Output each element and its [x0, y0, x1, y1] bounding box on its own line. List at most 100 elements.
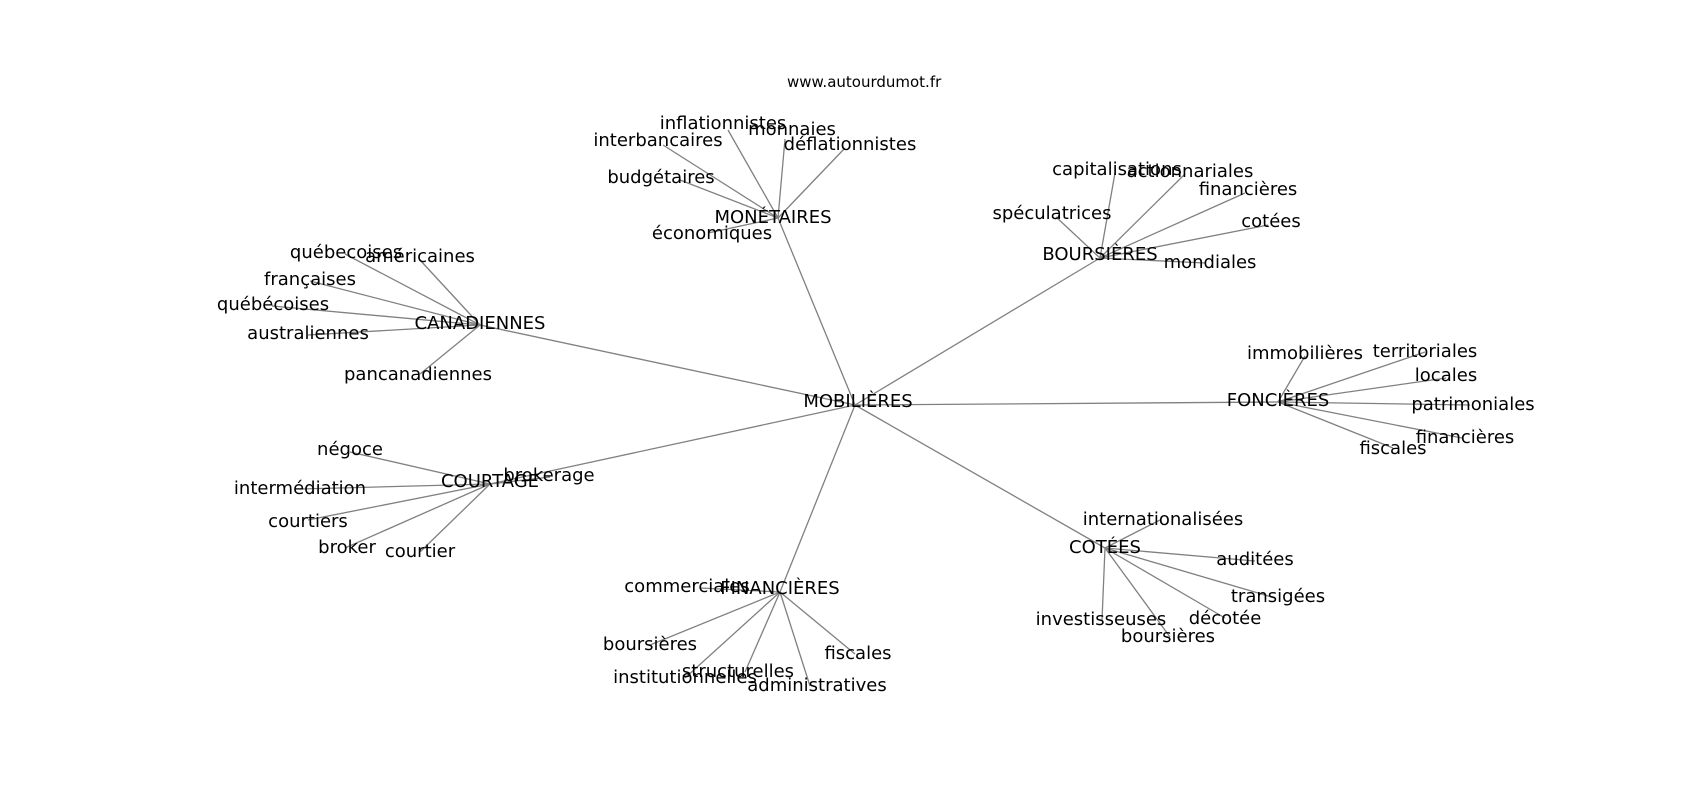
leaf-label-canadiennes: québecoises: [290, 242, 402, 263]
edge-canadiennes-leaf: [344, 253, 481, 326]
edge-courtage-leaf: [299, 483, 491, 490]
leaf-label-foncieres: patrimoniales: [1411, 394, 1534, 415]
leaf-label-boursieres: actionnariales: [1127, 161, 1254, 182]
edge-financieres-leaf: [684, 591, 781, 679]
edge-financieres-leaf: [744, 591, 781, 673]
edge-cotees-leaf: [1104, 547, 1226, 619]
edge-monetaires-leaf: [679, 179, 779, 219]
leaf-label-monetaires: interbancaires: [593, 130, 722, 151]
edge-center-to-foncieres: [854, 401, 1279, 406]
hub-label-courtage: COURTAGE: [441, 471, 539, 492]
edge-canadiennes-leaf: [419, 324, 481, 375]
edge-courtage-leaf: [489, 476, 551, 485]
edge-canadiennes-leaf: [309, 280, 481, 326]
leaf-label-monetaires: inflationnistes: [660, 113, 787, 134]
leaf-label-canadiennes: australiennes: [247, 323, 369, 344]
leaf-label-boursieres: capitalisations: [1052, 159, 1182, 180]
edge-canadiennes-leaf: [271, 305, 481, 326]
edge-financieres-leaf: [649, 591, 781, 646]
leaf-label-foncieres: locales: [1415, 365, 1477, 386]
edge-cotees-leaf: [1104, 519, 1161, 549]
edges-layer: [271, 129, 1471, 687]
edge-foncieres-leaf: [1277, 401, 1463, 439]
edge-cotees-leaf: [1104, 547, 1276, 599]
leaf-label-financieres: boursières: [603, 634, 697, 655]
leaf-label-monetaires: budgétaires: [607, 167, 714, 188]
edge-monetaires-leaf: [727, 129, 779, 219]
edge-courtage-leaf: [344, 483, 491, 549]
leaf-label-courtage: intermédiation: [234, 478, 366, 499]
leaf-label-foncieres: immobilières: [1247, 343, 1363, 364]
edge-financieres-leaf: [779, 591, 811, 687]
edge-boursieres-leaf: [1099, 224, 1269, 259]
labels-layer: MOBILIÈRES MONÉTAIRES inflationnistesmonna…: [217, 113, 1535, 696]
edge-monetaires-leaf: [777, 138, 786, 219]
edge-boursieres-leaf: [1055, 216, 1101, 259]
edge-foncieres-leaf: [1277, 401, 1394, 449]
leaf-label-financieres: institutionnelles: [613, 667, 757, 688]
hub-label-monetaires: MONÉTAIRES: [714, 206, 831, 228]
edge-cotees-leaf: [1101, 547, 1106, 621]
leaf-label-courtage: broker: [318, 537, 376, 558]
leaf-label-courtage: négoce: [317, 439, 383, 460]
leaf-label-monetaires: économiques: [652, 223, 772, 244]
edge-center-to-boursieres: [854, 257, 1101, 406]
leaf-label-financieres: structurelles: [682, 661, 794, 682]
leaf-label-foncieres: financières: [1416, 427, 1515, 448]
edge-foncieres-leaf: [1277, 351, 1426, 403]
edge-boursieres-leaf: [1099, 192, 1246, 259]
leaf-label-foncieres: fiscales: [1359, 438, 1426, 459]
credit-text: www.autourdumot.fr: [787, 73, 942, 91]
leaf-label-cotees: internationalisées: [1083, 509, 1243, 530]
edge-boursieres-leaf: [1099, 173, 1186, 259]
edge-canadiennes-leaf: [307, 324, 481, 336]
hub-label-canadiennes: CANADIENNES: [415, 313, 546, 334]
leaf-label-cotees: transigées: [1231, 586, 1325, 607]
hub-label-financieres: FINANCIÈRES: [720, 577, 839, 599]
edge-monetaires-leaf: [777, 147, 846, 219]
leaf-label-financieres: administratives: [747, 675, 886, 696]
leaf-label-monetaires: déflationnistes: [784, 134, 917, 155]
edge-center-to-financieres: [779, 404, 856, 593]
center-node-label: MOBILIÈRES: [803, 390, 912, 412]
edge-center-to-courtage: [489, 404, 856, 485]
edge-courtage-leaf: [307, 483, 491, 521]
edge-center-to-monetaires: [777, 217, 856, 406]
edge-monetaires-leaf: [707, 217, 779, 234]
leaf-label-canadiennes: pancanadiennes: [344, 364, 492, 385]
leaf-label-foncieres: territoriales: [1373, 341, 1478, 362]
edge-cotees-leaf: [1104, 547, 1171, 638]
edge-boursieres-leaf: [1099, 172, 1116, 259]
leaf-label-courtage: courtiers: [268, 511, 348, 532]
leaf-label-financieres: fiscales: [824, 643, 891, 664]
leaf-label-courtage: brokerage: [503, 465, 594, 486]
leaf-label-boursieres: financières: [1199, 179, 1298, 200]
leaf-label-monetaires: monnaies: [748, 119, 836, 140]
leaf-label-canadiennes: américaines: [365, 246, 475, 267]
leaf-label-canadiennes: québécoises: [217, 294, 329, 315]
edge-foncieres-leaf: [1277, 355, 1306, 403]
edge-foncieres-leaf: [1277, 377, 1447, 403]
hub-label-boursieres: BOURSIÈRES: [1042, 243, 1157, 265]
edge-financieres-leaf: [779, 591, 856, 655]
edge-center-to-canadiennes: [479, 324, 856, 406]
edge-center-to-cotees: [854, 404, 1106, 549]
leaf-label-cotees: décotée: [1189, 608, 1262, 629]
leaf-label-boursieres: cotées: [1241, 211, 1301, 232]
leaf-label-canadiennes: françaises: [264, 269, 356, 290]
edge-cotees-leaf: [1104, 547, 1256, 562]
edge-courtage-leaf: [419, 483, 491, 553]
edge-financieres-leaf: [699, 587, 781, 593]
leaf-label-boursieres: mondiales: [1164, 252, 1257, 273]
hub-label-foncieres: FONCIÈRES: [1227, 389, 1330, 411]
leaf-label-cotees: boursières: [1121, 626, 1215, 647]
hub-label-cotees: COTÉES: [1069, 536, 1141, 558]
leaf-label-courtage: courtier: [385, 541, 456, 562]
edge-foncieres-leaf: [1277, 401, 1471, 406]
edge-canadiennes-leaf: [419, 259, 481, 326]
leaf-label-cotees: auditées: [1216, 549, 1293, 570]
leaf-label-financieres: commerciales: [624, 576, 749, 597]
edge-monetaires-leaf: [662, 144, 779, 219]
leaf-label-boursieres: spéculatrices: [992, 203, 1111, 224]
